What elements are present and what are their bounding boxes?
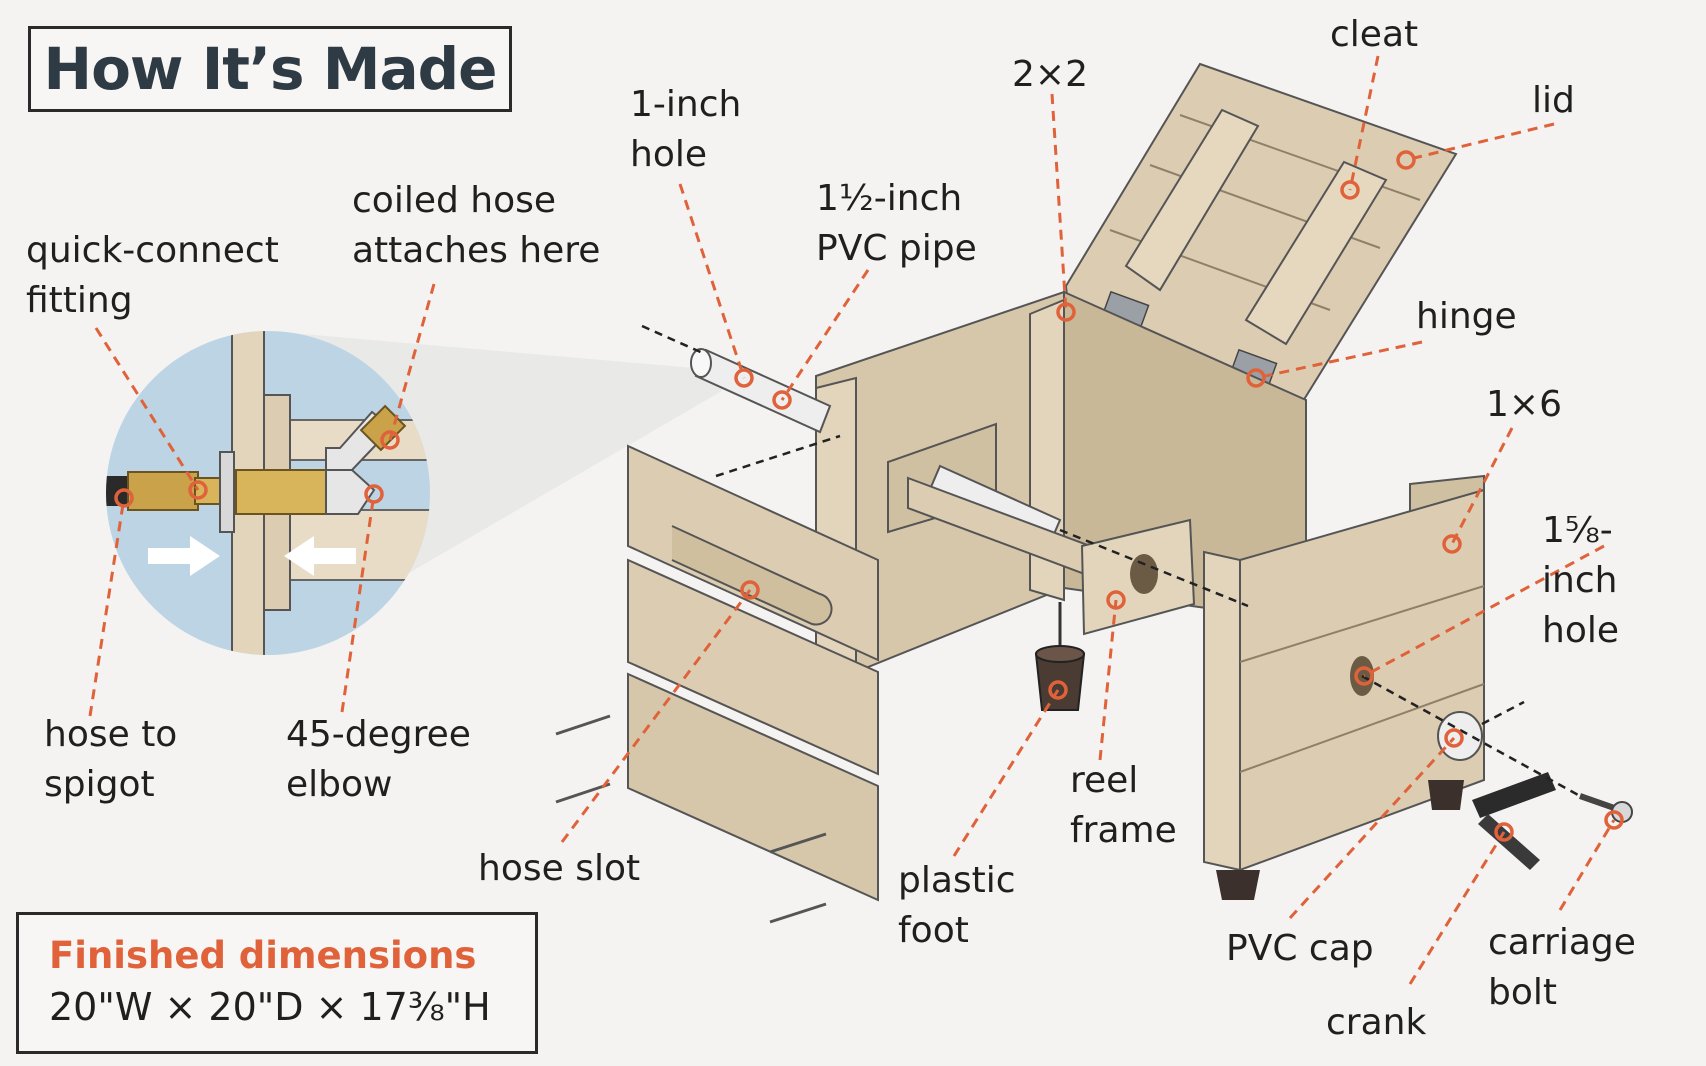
screws	[555, 714, 827, 924]
dimensions-box: Finished dimensions 20"W × 20"D × 17⅜"H	[16, 912, 538, 1054]
label-five-eighth-inch-hole: 1⅝- inch hole	[1542, 510, 1619, 651]
label-coiled-hose: coiled hose attaches here	[352, 180, 601, 271]
hardware	[1437, 711, 1633, 870]
label-crank: crank	[1326, 1002, 1427, 1043]
label-reel-frame: reel frame	[1070, 760, 1177, 851]
lid	[1064, 62, 1458, 408]
side-panel-right	[1203, 474, 1485, 900]
leader-lines	[88, 55, 1616, 985]
label-45-degree-elbow: 45-degree elbow	[286, 714, 471, 805]
label-quick-connect-fitting: quick-connect fitting	[26, 230, 279, 321]
label-hinge: hinge	[1416, 296, 1517, 337]
label-plastic-foot: plastic foot	[898, 860, 1016, 951]
label-carriage-bolt: carriage bolt	[1488, 922, 1636, 1013]
label-pvc-pipe: 1½-inch PVC pipe	[816, 178, 977, 269]
plastic-foot	[1034, 602, 1086, 711]
label-cleat: cleat	[1330, 14, 1419, 55]
axis-lines	[641, 324, 1581, 798]
label-hose-to-spigot: hose to spigot	[44, 714, 178, 805]
label-hose-slot: hose slot	[478, 848, 641, 889]
label-pvc-cap: PVC cap	[1226, 928, 1374, 969]
inset-magnifier	[106, 331, 740, 655]
label-one-by-six: 1×6	[1486, 384, 1562, 425]
page-title: How It’s Made	[43, 35, 498, 103]
label-two-by-two: 2×2	[1012, 54, 1088, 95]
front-panels	[627, 444, 879, 902]
dimensions-heading: Finished dimensions	[49, 934, 477, 977]
label-one-inch-hole: 1-inch hole	[630, 84, 742, 175]
title-box: How It’s Made	[28, 26, 512, 112]
dimensions-value: 20"W × 20"D × 17⅜"H	[49, 985, 491, 1029]
leader-dots	[114, 150, 1624, 842]
label-lid: lid	[1532, 80, 1575, 121]
